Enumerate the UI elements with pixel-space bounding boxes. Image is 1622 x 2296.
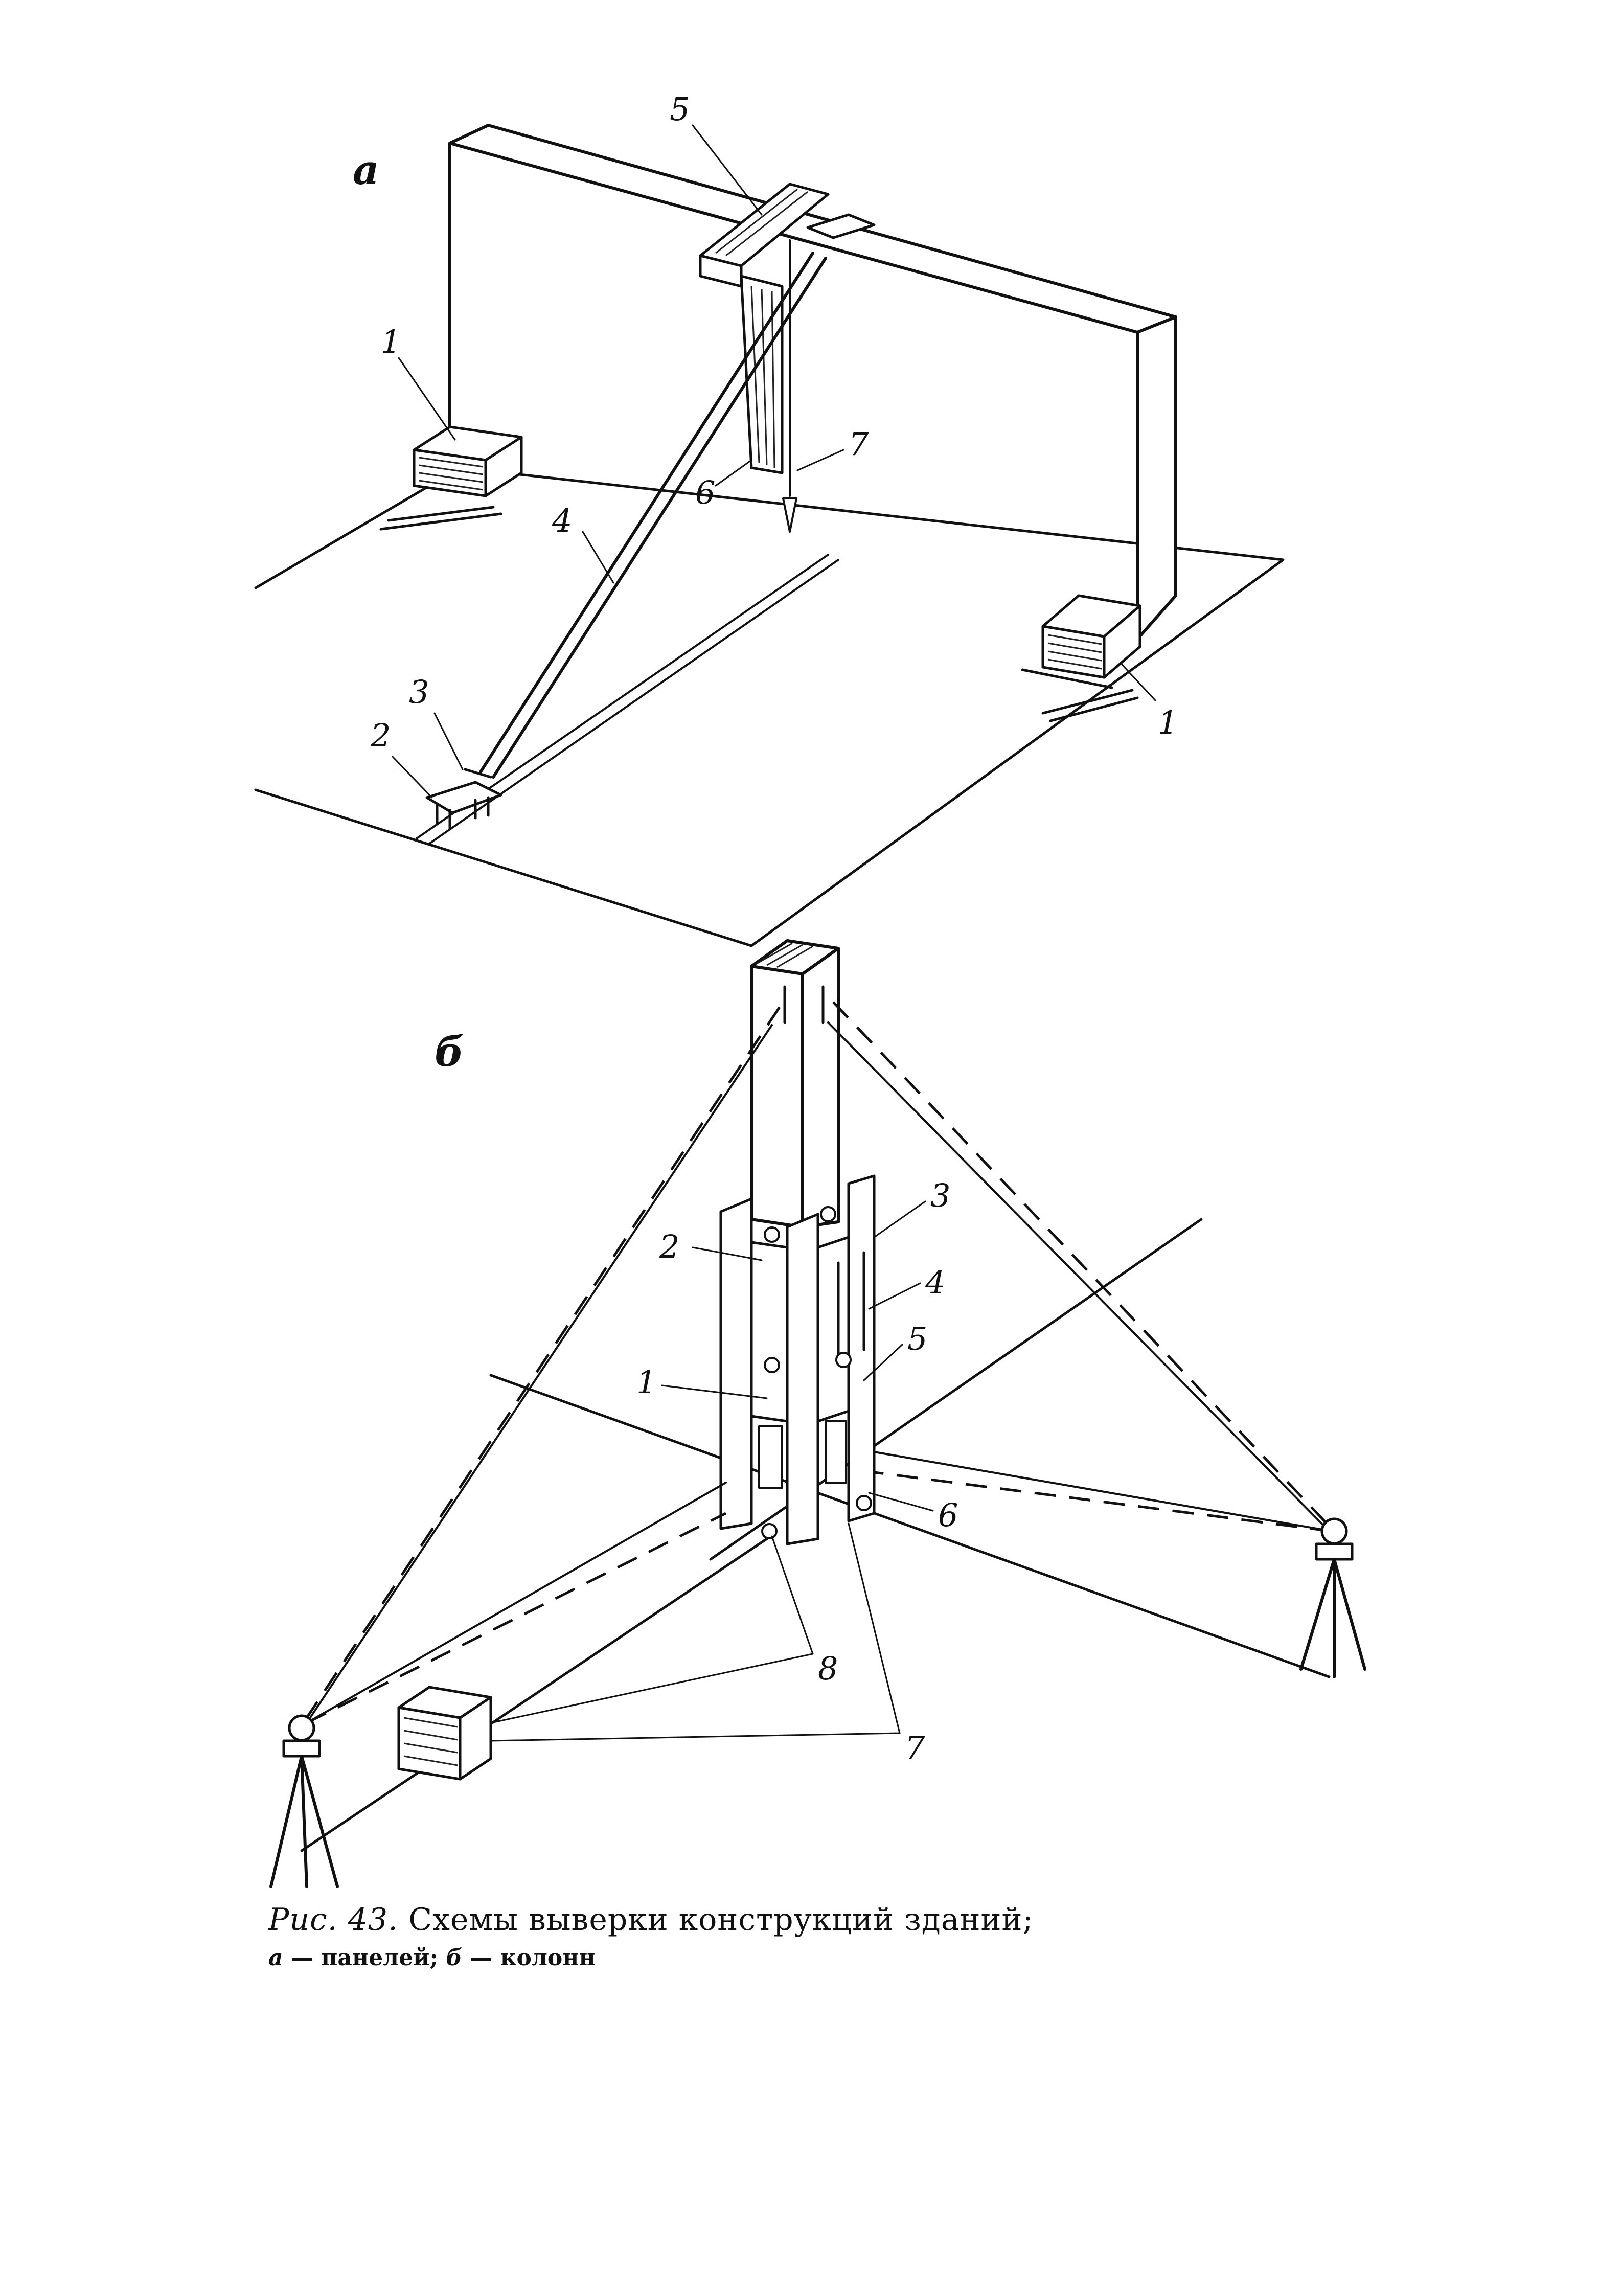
callout-b-1: 1 bbox=[636, 1363, 656, 1401]
support-block-left bbox=[379, 425, 523, 531]
base-clamp bbox=[425, 768, 502, 830]
adjusting-strut bbox=[479, 252, 827, 779]
callout-b-2: 2 bbox=[659, 1228, 679, 1265]
caption-a-letter: а bbox=[268, 1945, 283, 1971]
clamp-frame bbox=[719, 1174, 876, 1545]
callout-a-2: 2 bbox=[370, 717, 391, 754]
part-a-label: а bbox=[353, 146, 379, 194]
caption-title-line: Рис. 43. Схемы выверки конструкций здани… bbox=[268, 1902, 1393, 1938]
caption-legend-line: а — панелей; б — колонн bbox=[268, 1945, 1393, 1971]
part-a-diagram: 1 5 7 6 4 3 2 1 а bbox=[254, 90, 1285, 947]
callout-a-5: 5 bbox=[670, 90, 690, 128]
callout-a-3: 3 bbox=[409, 673, 429, 711]
callout-b-8: 8 bbox=[818, 1650, 838, 1687]
sight-lines bbox=[305, 1001, 1333, 1724]
part-a-callouts: 1 5 7 6 4 3 2 1 bbox=[370, 90, 1178, 799]
callout-a-1-right: 1 bbox=[1158, 704, 1178, 741]
plumb-bob bbox=[782, 239, 797, 533]
callout-a-1-left: 1 bbox=[381, 323, 401, 360]
callout-b-6: 6 bbox=[938, 1496, 958, 1534]
part-b-callouts: 3 2 4 5 1 6 8 7 bbox=[490, 1177, 958, 1766]
caption-figure-label: Рис. 43. bbox=[268, 1902, 399, 1938]
caption-b-text: — колонн bbox=[470, 1945, 596, 1971]
callout-b-4: 4 bbox=[925, 1264, 945, 1301]
theodolite-right bbox=[1299, 1517, 1366, 1678]
figure-caption: Рис. 43. Схемы выверки конструкций здани… bbox=[268, 1902, 1393, 1971]
vertical-slat bbox=[740, 275, 784, 474]
ground-block bbox=[397, 1686, 492, 1781]
callout-b-7: 7 bbox=[905, 1729, 925, 1766]
callout-b-5: 5 bbox=[907, 1320, 927, 1357]
callout-a-4: 4 bbox=[552, 502, 572, 539]
callout-a-7: 7 bbox=[849, 425, 869, 463]
callout-a-6: 6 bbox=[695, 474, 715, 511]
top-bracket bbox=[699, 183, 876, 288]
support-block-right bbox=[1021, 594, 1141, 722]
caption-title: Схемы выверки конструкций зданий; bbox=[408, 1902, 1034, 1938]
caption-b-letter: б bbox=[446, 1945, 463, 1971]
part-b-diagram: 3 2 4 5 1 6 8 7 б bbox=[269, 939, 1366, 1888]
caption-a-text: — панелей; bbox=[290, 1945, 438, 1971]
callout-b-3: 3 bbox=[930, 1177, 950, 1214]
theodolite-left bbox=[269, 1714, 339, 1888]
part-b-label: б bbox=[435, 1028, 464, 1076]
column bbox=[750, 939, 840, 1229]
